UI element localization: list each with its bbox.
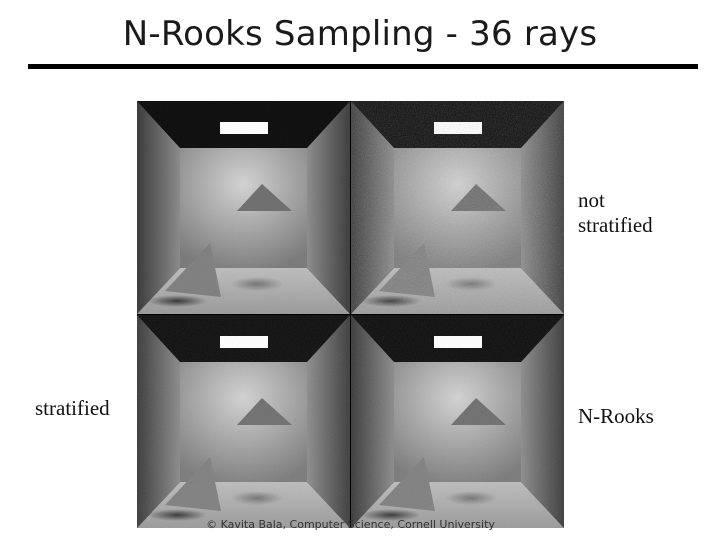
copyright-credit: © Kavita Bala, Computer Science, Cornell… <box>206 518 495 531</box>
cornell-box-figure-grid <box>137 101 564 528</box>
label-not-stratified: not stratified <box>578 188 688 238</box>
render-panel-top-right <box>351 101 564 314</box>
render-panel-bottom-right <box>351 315 564 528</box>
slide-title: N-Rooks Sampling - 36 rays <box>122 14 598 54</box>
label-n-rooks: N-Rooks <box>578 404 654 428</box>
title-underline <box>28 64 698 69</box>
label-stratified: stratified <box>35 396 110 420</box>
render-panel-top-left <box>137 101 350 314</box>
label-not-line2: stratified <box>578 213 653 237</box>
label-not-line1: not <box>578 188 605 212</box>
render-panel-bottom-left <box>137 315 350 528</box>
